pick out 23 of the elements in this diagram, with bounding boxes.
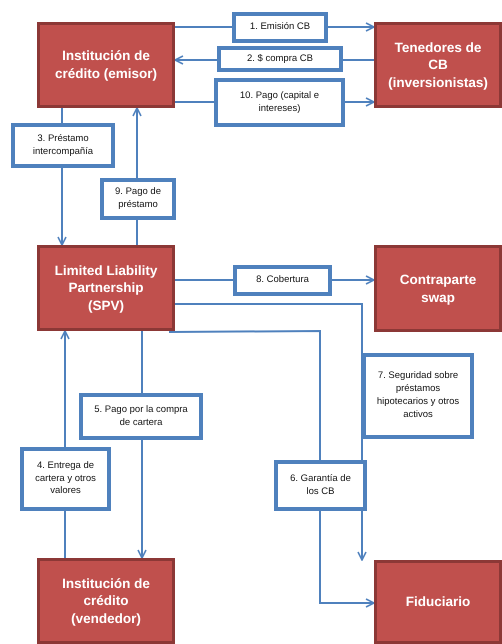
entity-name: Institución de crédito (emisor) — [54, 47, 158, 83]
edge-label: 2. $ compra CB — [217, 46, 343, 72]
edge-label: 10. Pago (capital e intereses) — [214, 78, 345, 127]
entity-box — [37, 22, 175, 108]
entity-box — [374, 560, 502, 644]
edge-label: 8. Cobertura — [233, 265, 332, 296]
entity-box — [37, 245, 175, 331]
edge-label: 7. Seguridad sobre préstamos hipotecarios y otros activos — [362, 353, 474, 439]
arrow — [169, 330, 375, 608]
entity-name: Fiduciario — [406, 593, 470, 611]
entity-name: Contraparte swap — [398, 270, 478, 306]
edge-label: 1. Emisión CB — [232, 12, 328, 43]
edge-label: 6. Garantía de los CB — [274, 460, 367, 511]
edge-label: 3. Préstamo intercompañía — [11, 123, 115, 168]
entity-name: Tenedores de CB (inversionistas) — [388, 38, 488, 92]
edge-label: 9. Pago de préstamo — [100, 178, 176, 220]
entity-box — [374, 22, 502, 108]
entity-box — [37, 558, 175, 644]
entity-name: Institución de crédito (vendedor) — [61, 574, 151, 628]
edge-label: 4. Entrega de cartera y otros valores — [20, 447, 111, 511]
entity-name: Limited Liability Partnership (SPV) — [54, 262, 158, 314]
entity-box — [374, 245, 502, 332]
edge-label: 5. Pago por la compra de cartera — [79, 393, 203, 440]
